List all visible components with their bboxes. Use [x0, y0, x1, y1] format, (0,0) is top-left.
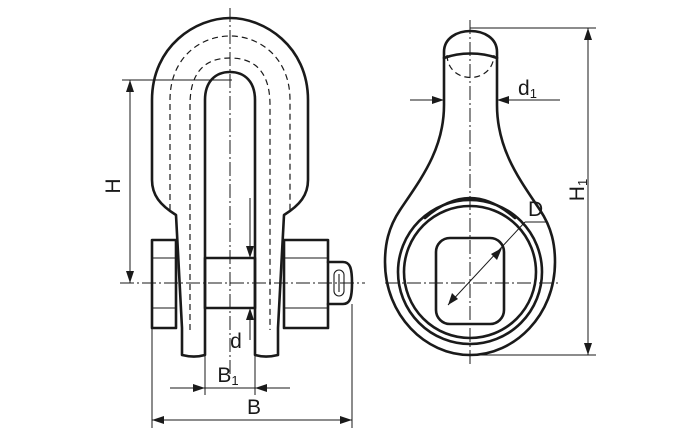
side-body-outline: [383, 29, 557, 357]
dim-label-big-d: D: [528, 198, 543, 221]
dim-label-b1: B1: [217, 364, 238, 388]
shackle-bow-outline: [150, 16, 310, 358]
dim-label-d: d: [230, 330, 242, 353]
dim-label-h: H: [102, 178, 125, 193]
dim-label-d1: d1: [518, 77, 537, 101]
shackle-side-view: d1 D H1: [383, 20, 596, 365]
pin-head: [282, 238, 330, 330]
dim-label-h1: H1: [566, 179, 590, 201]
dim-d-leader: [447, 221, 526, 306]
top-hidden-arc: [446, 54, 495, 78]
pin-nut: [150, 238, 178, 330]
dim-label-b: B: [247, 396, 261, 419]
shackle-front-view: H d B1 B: [102, 8, 365, 428]
